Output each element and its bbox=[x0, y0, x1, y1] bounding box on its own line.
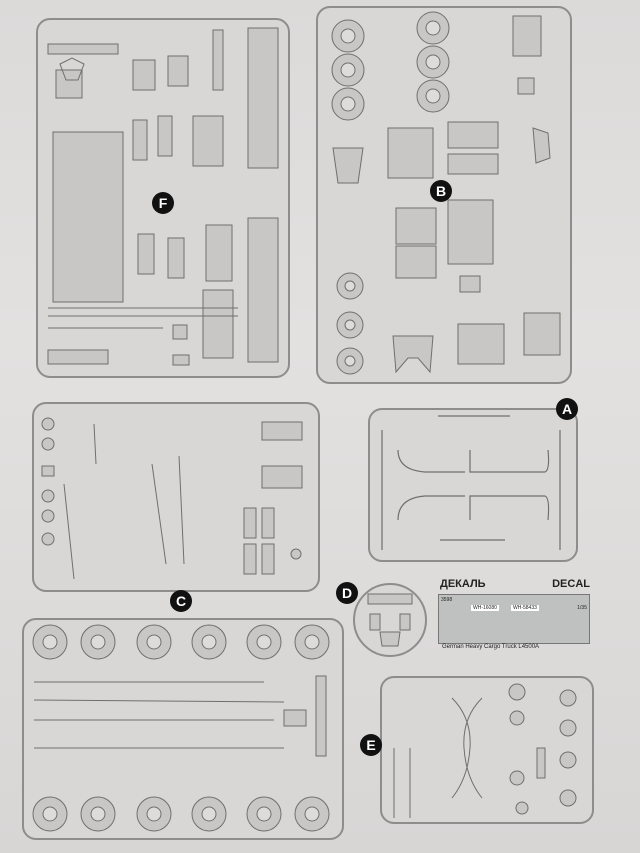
sprue-c-parts bbox=[41, 417, 303, 580]
decal-plate-2: WH-58433 bbox=[511, 605, 539, 611]
decal-plate-1: WH-16080 bbox=[471, 605, 499, 611]
sprue-e-label: E bbox=[360, 734, 382, 756]
sprue-f: F bbox=[36, 18, 290, 378]
decal-title-en: DECAL bbox=[552, 578, 590, 590]
decal-code: 3598 bbox=[441, 597, 453, 603]
sprue-c: C bbox=[32, 402, 320, 612]
sprue-a-parts bbox=[381, 415, 561, 550]
sprue-f-parts bbox=[47, 27, 279, 366]
sprue-d-label: D bbox=[336, 582, 358, 604]
sprue-b-parts bbox=[331, 11, 561, 375]
sprue-e-parts bbox=[393, 683, 577, 818]
sprue-e: E bbox=[360, 676, 594, 824]
decal-section: ДЕКАЛЬ DECAL 3598 WH-16080 WH-58433 1/35… bbox=[438, 578, 590, 656]
decal-scale: 1/35 bbox=[577, 605, 587, 611]
sprue-d: D bbox=[336, 580, 430, 660]
sprue-b: B bbox=[316, 6, 572, 384]
sprue-b-label: B bbox=[430, 180, 452, 202]
sprue-a: A bbox=[368, 398, 578, 562]
decal-sheet: 3598 WH-16080 WH-58433 1/35 bbox=[438, 594, 590, 644]
sprue-c-label: C bbox=[170, 590, 192, 612]
sprue-d-parts bbox=[353, 583, 427, 657]
decal-title-ru: ДЕКАЛЬ bbox=[440, 578, 486, 590]
sprue-wheels-parts bbox=[32, 624, 330, 832]
decal-footer: German Heavy Cargo Truck L4500A bbox=[442, 644, 540, 650]
sprue-f-label: F bbox=[152, 192, 174, 214]
sprue-wheels bbox=[22, 618, 344, 840]
sprue-a-label: A bbox=[556, 398, 578, 420]
